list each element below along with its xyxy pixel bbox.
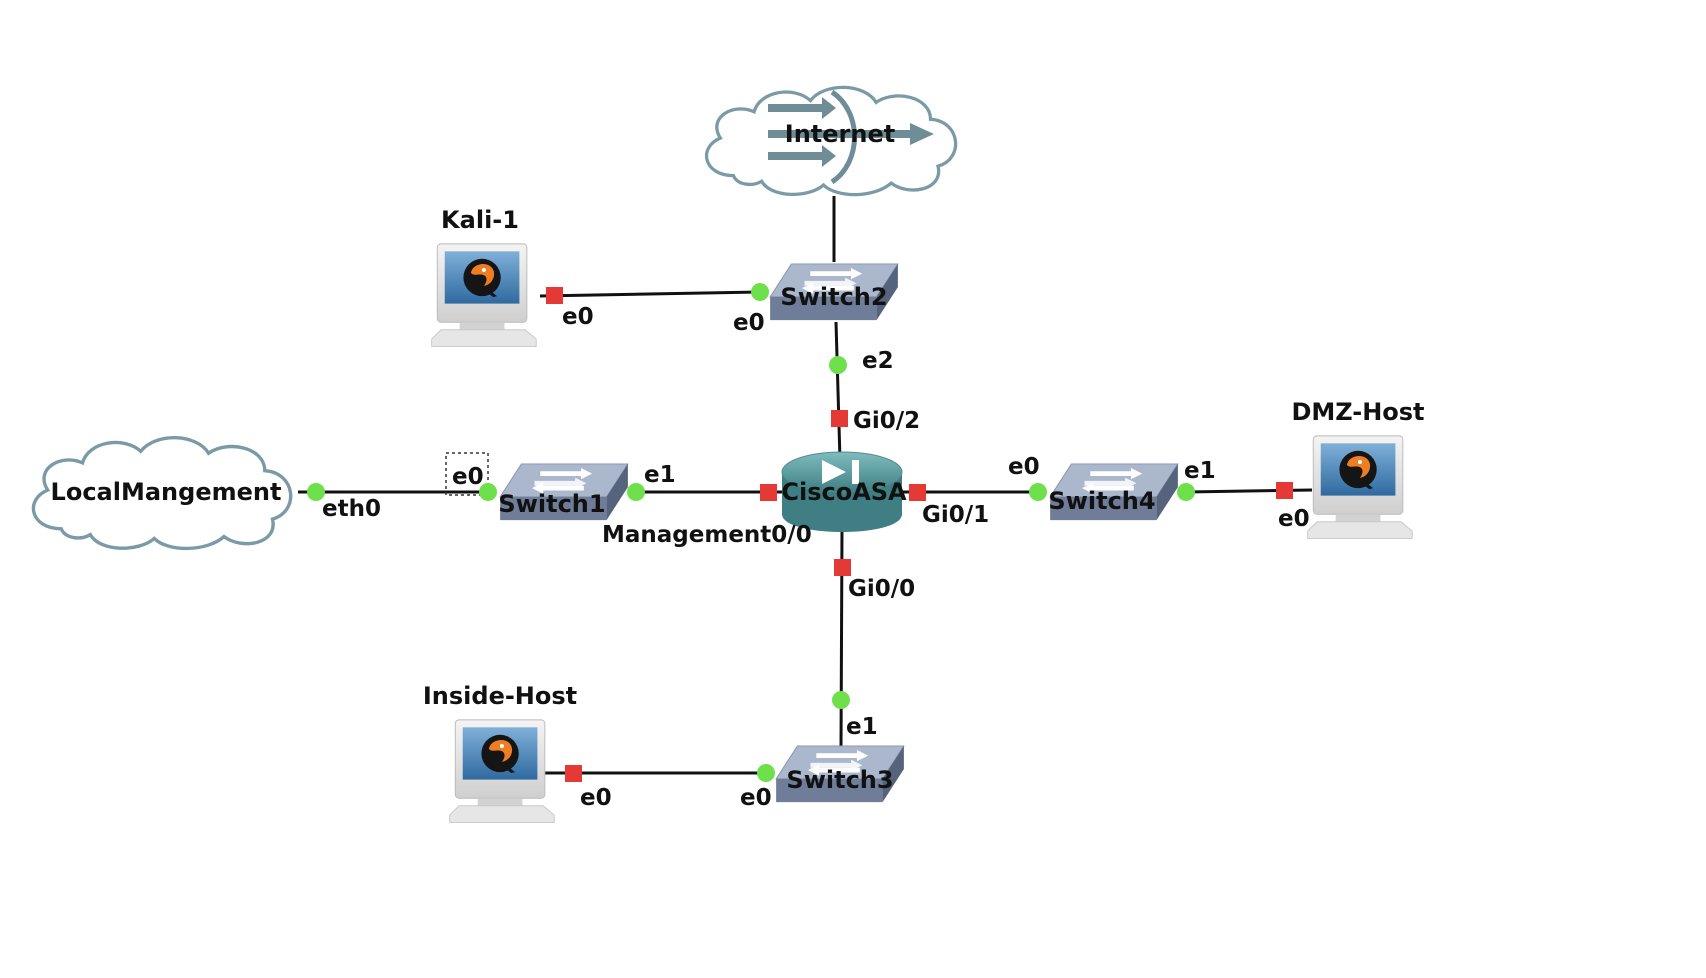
port-status-up — [1177, 483, 1195, 501]
local-management-label: LocalMangement — [51, 478, 282, 506]
switch1-label: Switch1 — [498, 490, 605, 518]
internet-arrows-icon — [768, 89, 934, 185]
node-dmz-host[interactable]: DMZ-Host — [1291, 398, 1425, 540]
link-kali-switch2 — [539, 290, 761, 298]
port-label-asa-gi02: Gi0/2 — [853, 408, 920, 434]
node-internet[interactable]: Internet — [704, 85, 958, 197]
port-label-switch2-e2: e2 — [862, 348, 894, 374]
port-status-up — [627, 483, 645, 501]
port-markers — [307, 283, 1293, 782]
port-labels: e0 e0 e2 Gi0/2 eth0 e0 e1 Management0/0 … — [322, 304, 1310, 811]
port-label-switch4-e0: e0 — [1008, 454, 1040, 480]
port-label-dmz-e0: e0 — [1278, 506, 1310, 532]
node-switch3[interactable]: Switch3 — [775, 745, 905, 803]
node-cisco-asa[interactable]: CiscoASA — [781, 451, 907, 532]
internet-label: Internet — [785, 120, 895, 148]
node-local-management[interactable]: LocalMangement — [31, 435, 293, 551]
port-status-up — [832, 691, 850, 709]
switch4-label: Switch4 — [1048, 487, 1155, 515]
qemu-host-icon — [449, 719, 555, 824]
link-switch2-asa — [834, 321, 842, 461]
port-label-switch1-e1: e1 — [644, 462, 676, 488]
port-status-up — [829, 356, 847, 374]
kali-1-label: Kali-1 — [441, 206, 519, 234]
firewall-router-icon — [781, 451, 903, 532]
port-label-asa-management00: Management0/0 — [602, 522, 812, 548]
port-label-switch4-e1: e1 — [1184, 458, 1216, 484]
port-status-down — [760, 484, 777, 501]
node-switch1[interactable]: Switch1 — [498, 463, 629, 521]
node-inside-host[interactable]: Inside-Host — [423, 682, 577, 824]
node-switch4[interactable]: Switch4 — [1048, 463, 1179, 521]
node-switch2[interactable]: Switch2 — [769, 263, 899, 321]
link-switch4-dmz — [1185, 488, 1313, 494]
switch2-label: Switch2 — [780, 283, 887, 311]
port-label-switch1-e0: e0 — [452, 464, 484, 490]
port-status-up — [307, 483, 325, 501]
port-status-down — [1276, 482, 1293, 499]
port-status-down — [565, 765, 582, 782]
switch3-label: Switch3 — [786, 766, 893, 794]
qemu-host-icon — [431, 243, 537, 348]
port-label-switch3-e0: e0 — [740, 785, 772, 811]
port-status-up — [1029, 483, 1047, 501]
port-label-local-eth0: eth0 — [322, 496, 381, 522]
port-label-asa-gi00: Gi0/0 — [848, 576, 915, 602]
port-status-up — [751, 283, 769, 301]
port-status-up — [757, 764, 775, 782]
port-status-down — [831, 410, 848, 427]
node-kali-1[interactable]: Kali-1 — [431, 206, 537, 348]
port-status-up — [479, 483, 497, 501]
dmz-host-label: DMZ-Host — [1291, 398, 1424, 426]
port-label-kali-e0: e0 — [562, 304, 594, 330]
port-label-asa-gi01: Gi0/1 — [922, 502, 989, 528]
port-label-switch3-e1: e1 — [846, 714, 878, 740]
port-label-inside-e0: e0 — [580, 785, 612, 811]
selection-box — [445, 452, 489, 496]
port-status-down — [909, 484, 926, 501]
port-status-down — [546, 287, 563, 304]
cisco-asa-label: CiscoASA — [781, 478, 907, 506]
port-status-down — [834, 559, 851, 576]
qemu-host-icon — [1307, 435, 1413, 540]
inside-host-label: Inside-Host — [423, 682, 577, 710]
port-label-switch2-e0: e0 — [733, 310, 765, 336]
